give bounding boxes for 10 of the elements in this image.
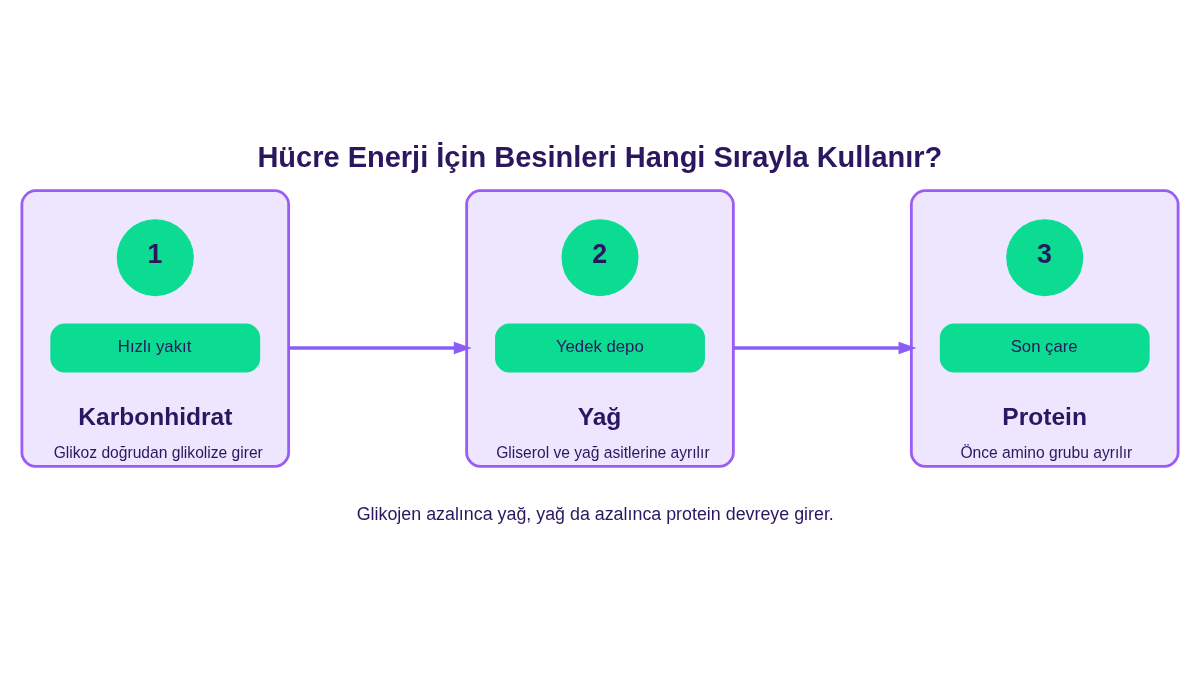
node-circle: 3: [1006, 218, 1084, 296]
node-box: Yedek depo: [495, 323, 705, 373]
node-box: Son çare: [939, 323, 1150, 373]
caption: Glikojen azalınca yağ, yağ da azalınca protein devreye girer.: [356, 503, 834, 524]
diagram-title: Hücre Enerji İçin Besinleri Hangi Sırayla Kullanır?: [257, 140, 943, 173]
arrow: [733, 341, 917, 354]
arrow: [288, 341, 472, 354]
node-box: Hızlı yakıt: [50, 323, 261, 373]
node-circle: 1: [116, 218, 194, 296]
node-circle: 2: [561, 218, 639, 296]
